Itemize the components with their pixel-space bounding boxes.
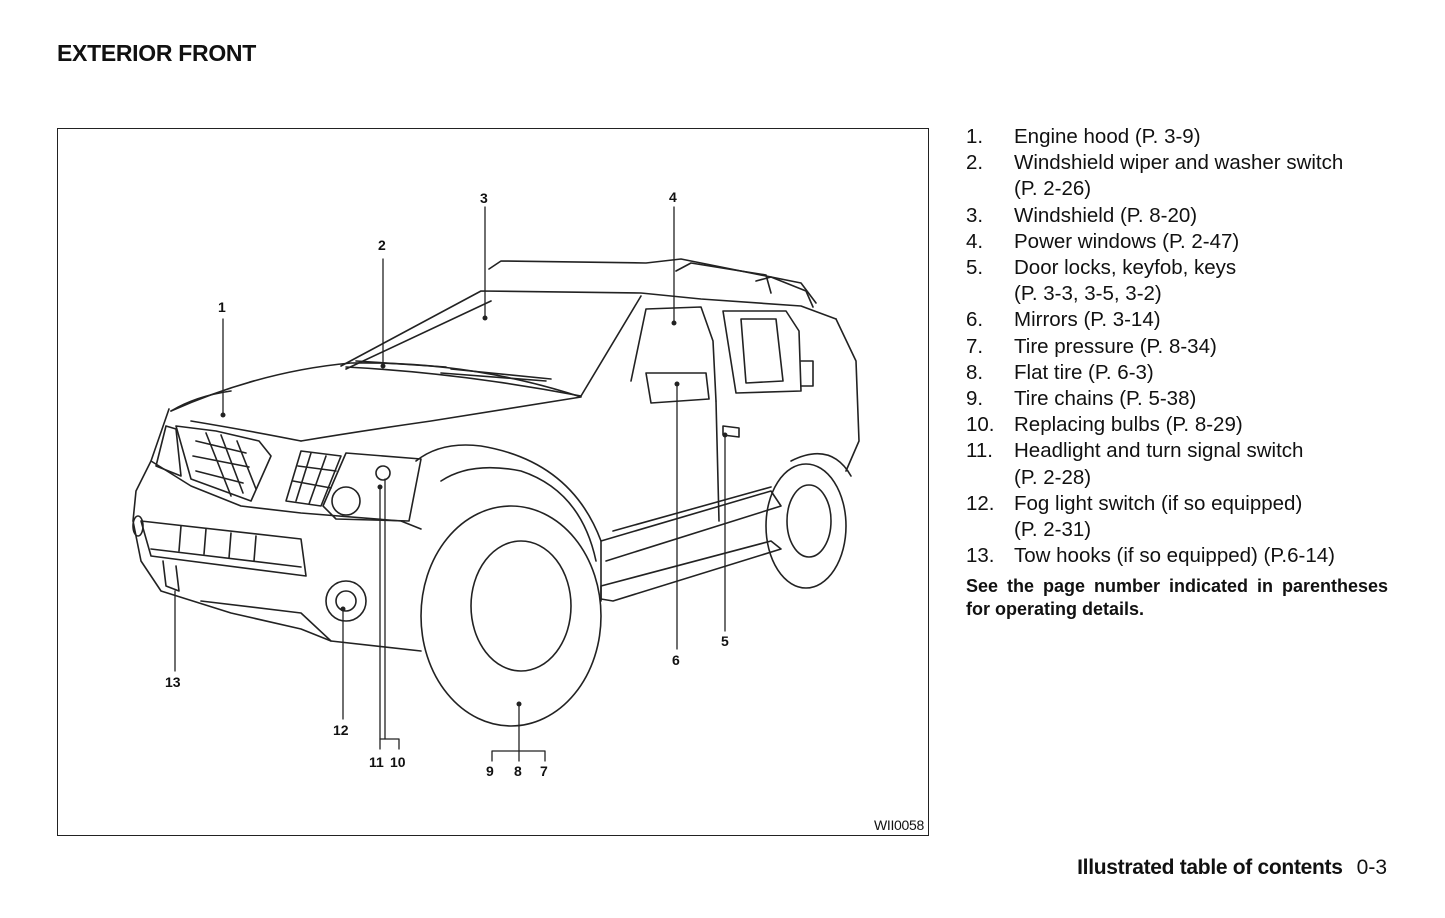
legend-item: 1.Engine hood (P. 3-9) (966, 125, 1201, 148)
legend-item: (P. 3-3, 3-5, 3-2) (1014, 282, 1162, 306)
callout-13: 13 (165, 674, 181, 690)
legend-item: 11.Headlight and turn signal switch (966, 439, 1304, 463)
operating-note: See the page number indicated in parenth… (966, 576, 1388, 619)
page-number: 0-3 (1356, 856, 1387, 879)
callout-1: 1 (218, 299, 226, 315)
figure-code: WII0058 (873, 817, 924, 833)
callout-5: 5 (721, 633, 729, 649)
legend-item: 3.Windshield (P. 8-20) (966, 203, 1198, 227)
legend-item: 4.Power windows (P. 2-47) (966, 229, 1240, 253)
legend-item: 6.Mirrors (P. 3-14) (966, 308, 1161, 332)
callout-12: 12 (333, 722, 349, 738)
callout-8: 8 (514, 763, 522, 779)
callout-9: 9 (486, 763, 494, 779)
legend-item: (P. 2-28) (1014, 465, 1092, 489)
callout-6: 6 (672, 652, 680, 668)
callout-11: 11 (369, 754, 384, 770)
suv-line-drawing (132, 206, 860, 762)
vehicle-illustration: 1 2 3 4 5 6 13 12 11 10 9 8 7 WII0058 (57, 128, 929, 836)
legend-list: 1.Engine hood (P. 3-9) 2.Windshield wipe… (966, 124, 1386, 569)
legend-item: 10.Replacing bulbs (P. 8-29) (966, 413, 1243, 437)
callout-4: 4 (669, 189, 677, 205)
page-title: EXTERIOR FRONT (57, 40, 256, 66)
legend-item: (P. 2-26) (1014, 177, 1092, 201)
footer-section-title: Illustrated table of contents (1077, 856, 1343, 879)
legend-item: 2.Windshield wiper and washer switch (966, 151, 1344, 175)
callout-7: 7 (540, 763, 548, 779)
legend-item: 9.Tire chains (P. 5-38) (966, 387, 1197, 411)
callout-2: 2 (378, 237, 386, 253)
legend-item: 8.Flat tire (P. 6-3) (966, 360, 1154, 384)
callout-3: 3 (480, 190, 488, 206)
page-footer: Illustrated table of contents 0-3 (1077, 856, 1387, 880)
legend-item: (P. 2-31) (1014, 518, 1092, 542)
legend-item: 12.Fog light switch (if so equipped) (966, 491, 1303, 515)
legend-item: 13.Tow hooks (if so equipped) (P.6-14) (966, 544, 1335, 568)
legend-item: 5.Door locks, keyfob, keys (966, 256, 1237, 280)
callout-10: 10 (390, 754, 406, 770)
legend-item: 7.Tire pressure (P. 8-34) (966, 334, 1217, 358)
